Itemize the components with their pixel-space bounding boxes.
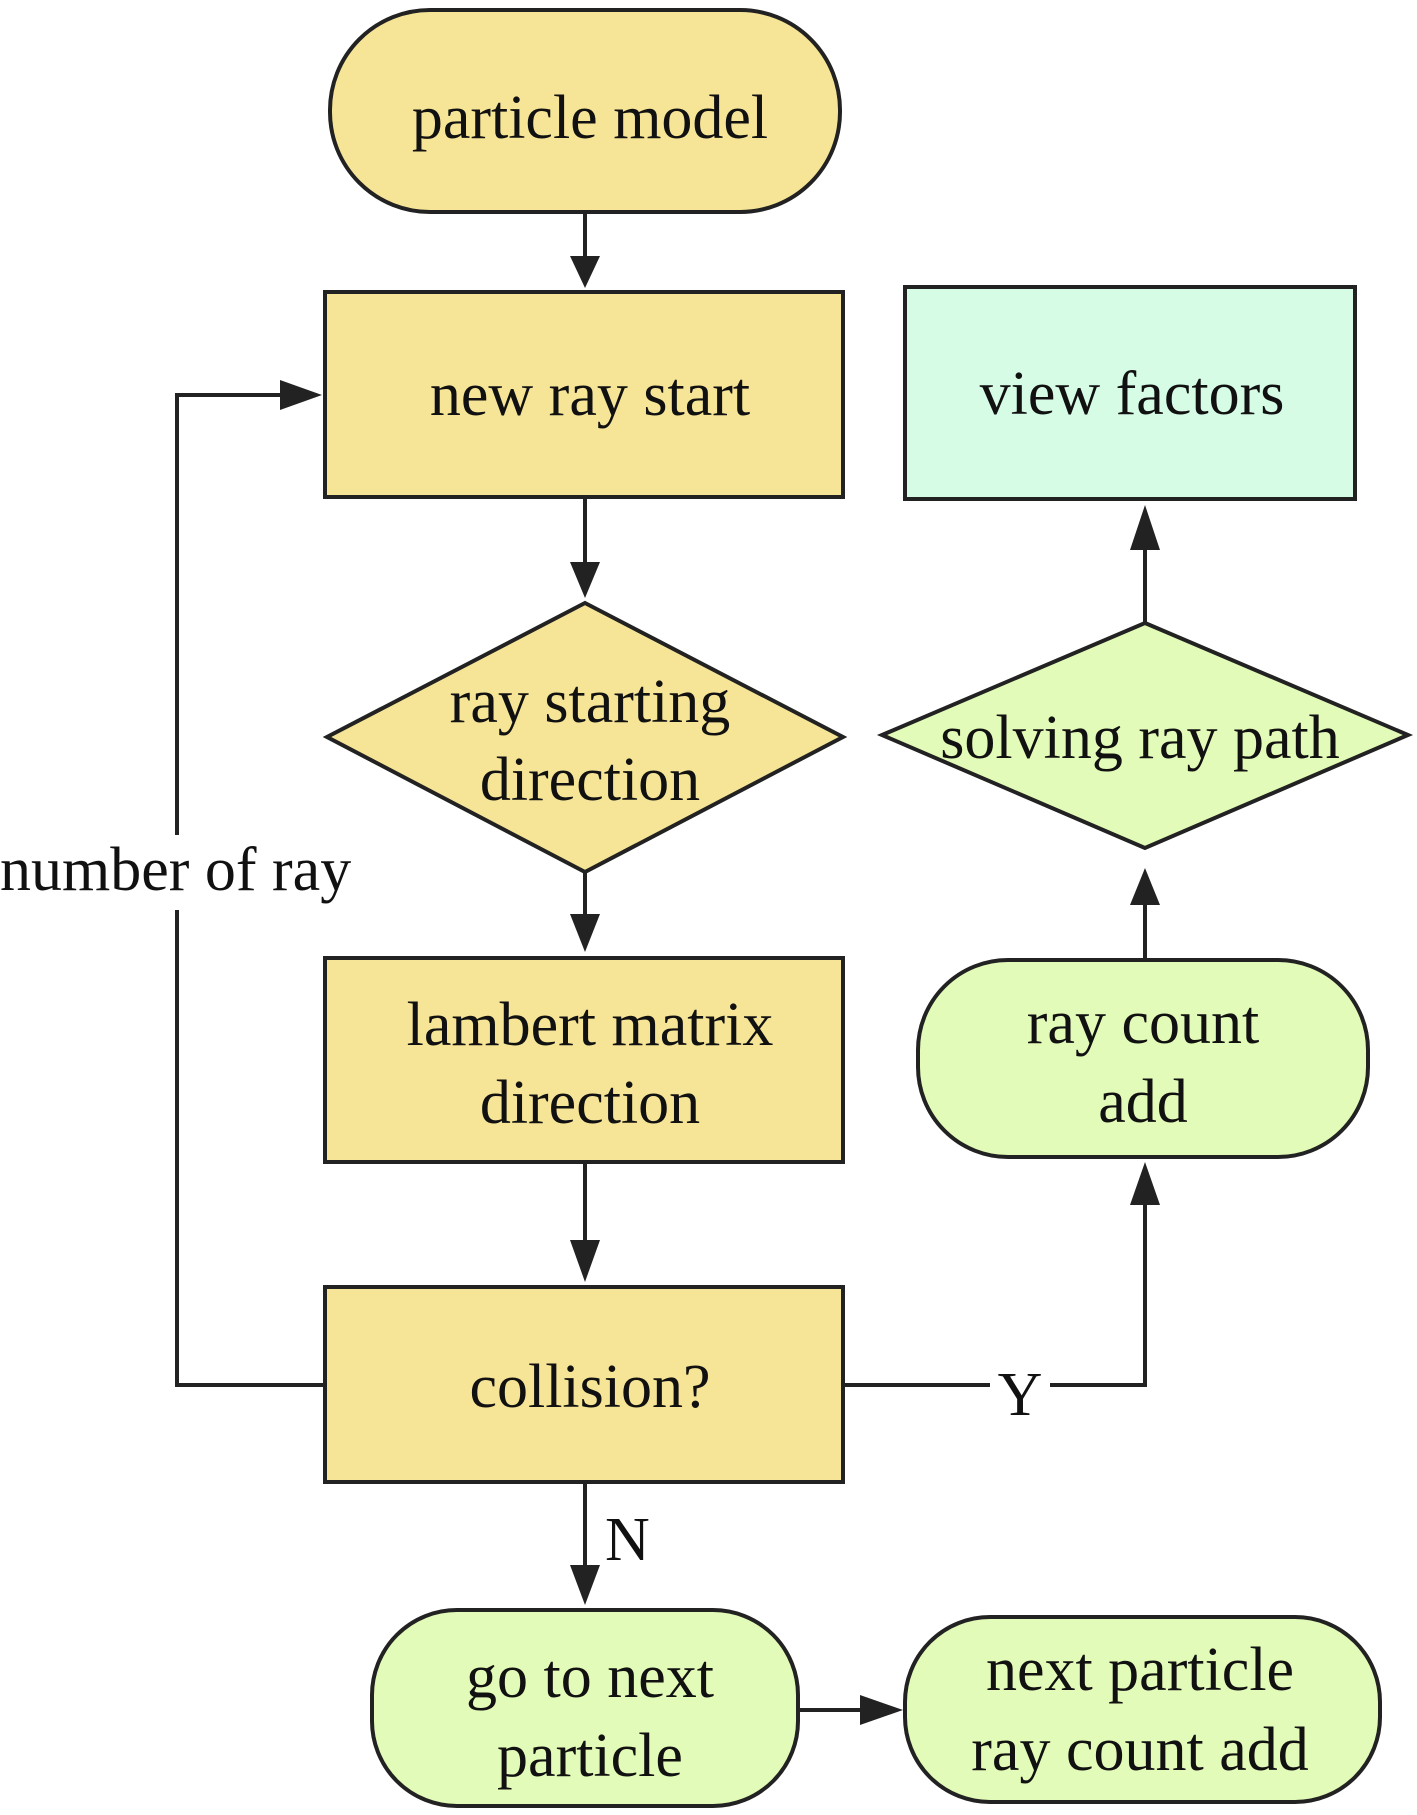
ray-starting-direction-label-line2: direction [480,746,700,814]
collision-shape [323,1285,845,1484]
next-particle-ray-count-add-shape [903,1615,1382,1804]
loop-label-bg [0,835,380,910]
arrowhead-collision-to-raycount [1130,1162,1160,1205]
loop-label: number of ray [0,836,351,904]
solving-ray-path-shape [876,620,1414,851]
yes-label-bg [990,1360,1050,1420]
next-particle-ray-count-add-label-line1: next particle [986,1636,1294,1704]
node-next-particle-ray-count-add: next particle ray count add [903,1615,1382,1804]
node-go-to-next-particle: go to next particle [370,1608,800,1808]
new-ray-start-label: new ray start [430,361,750,429]
ray-starting-direction-label-line1: ray starting [450,668,731,736]
node-lambert-matrix-direction: lambert matrix direction [323,956,845,1164]
particle-model-label: particle model [412,84,768,152]
collision-label: collision? [469,1353,710,1421]
arrowhead-model-to-newray [570,256,600,288]
node-particle-model: particle model [328,8,842,214]
go-to-next-particle-label-line2: particle [497,1722,683,1790]
go-to-next-particle-shape [370,1608,800,1808]
ray-count-add-shape [916,958,1370,1159]
view-factors-shape [903,285,1357,501]
ray-count-add-label-line2: add [1098,1068,1188,1136]
arrowhead-loop-to-newray [280,380,322,410]
node-ray-count-add: ray count add [916,958,1370,1159]
edge-collision-to-raycount [843,1200,1147,1387]
arrowhead-newray-to-startdir [570,562,600,598]
arrowhead-raycount-to-solving [1130,868,1160,905]
node-collision: collision? [323,1285,845,1484]
node-ray-starting-direction: ray starting direction [322,600,848,875]
no-label: N [605,1506,650,1574]
arrowhead-solving-to-viewfactors [1130,505,1160,550]
yes-label: Y [998,1361,1043,1429]
arrowhead-lambert-to-collision [570,1240,600,1282]
lambert-matrix-direction-shape [323,956,845,1164]
arrowhead-startdir-to-lambert [570,914,600,952]
node-new-ray-start: new ray start [323,290,845,499]
view-factors-label: view factors [980,360,1285,428]
next-particle-ray-count-add-label-line2: ray count add [971,1716,1308,1784]
arrowhead-nextparticle-to-nprca [860,1695,903,1725]
lambert-matrix-direction-label-line2: direction [480,1069,700,1137]
connectors [175,212,1160,1725]
ray-starting-direction-shape [322,600,848,875]
arrowhead-collision-to-nextparticle [570,1565,600,1605]
node-view-factors: view factors [903,285,1357,501]
particle-model-shape [328,8,842,214]
ray-count-add-label-line1: ray count [1027,989,1259,1057]
go-to-next-particle-label-line1: go to next [466,1643,714,1711]
solving-ray-path-label: solving ray path [940,704,1340,772]
lambert-matrix-direction-label-line1: lambert matrix [407,991,774,1059]
new-ray-start-shape [323,290,845,499]
node-solving-ray-path: solving ray path [876,620,1414,851]
